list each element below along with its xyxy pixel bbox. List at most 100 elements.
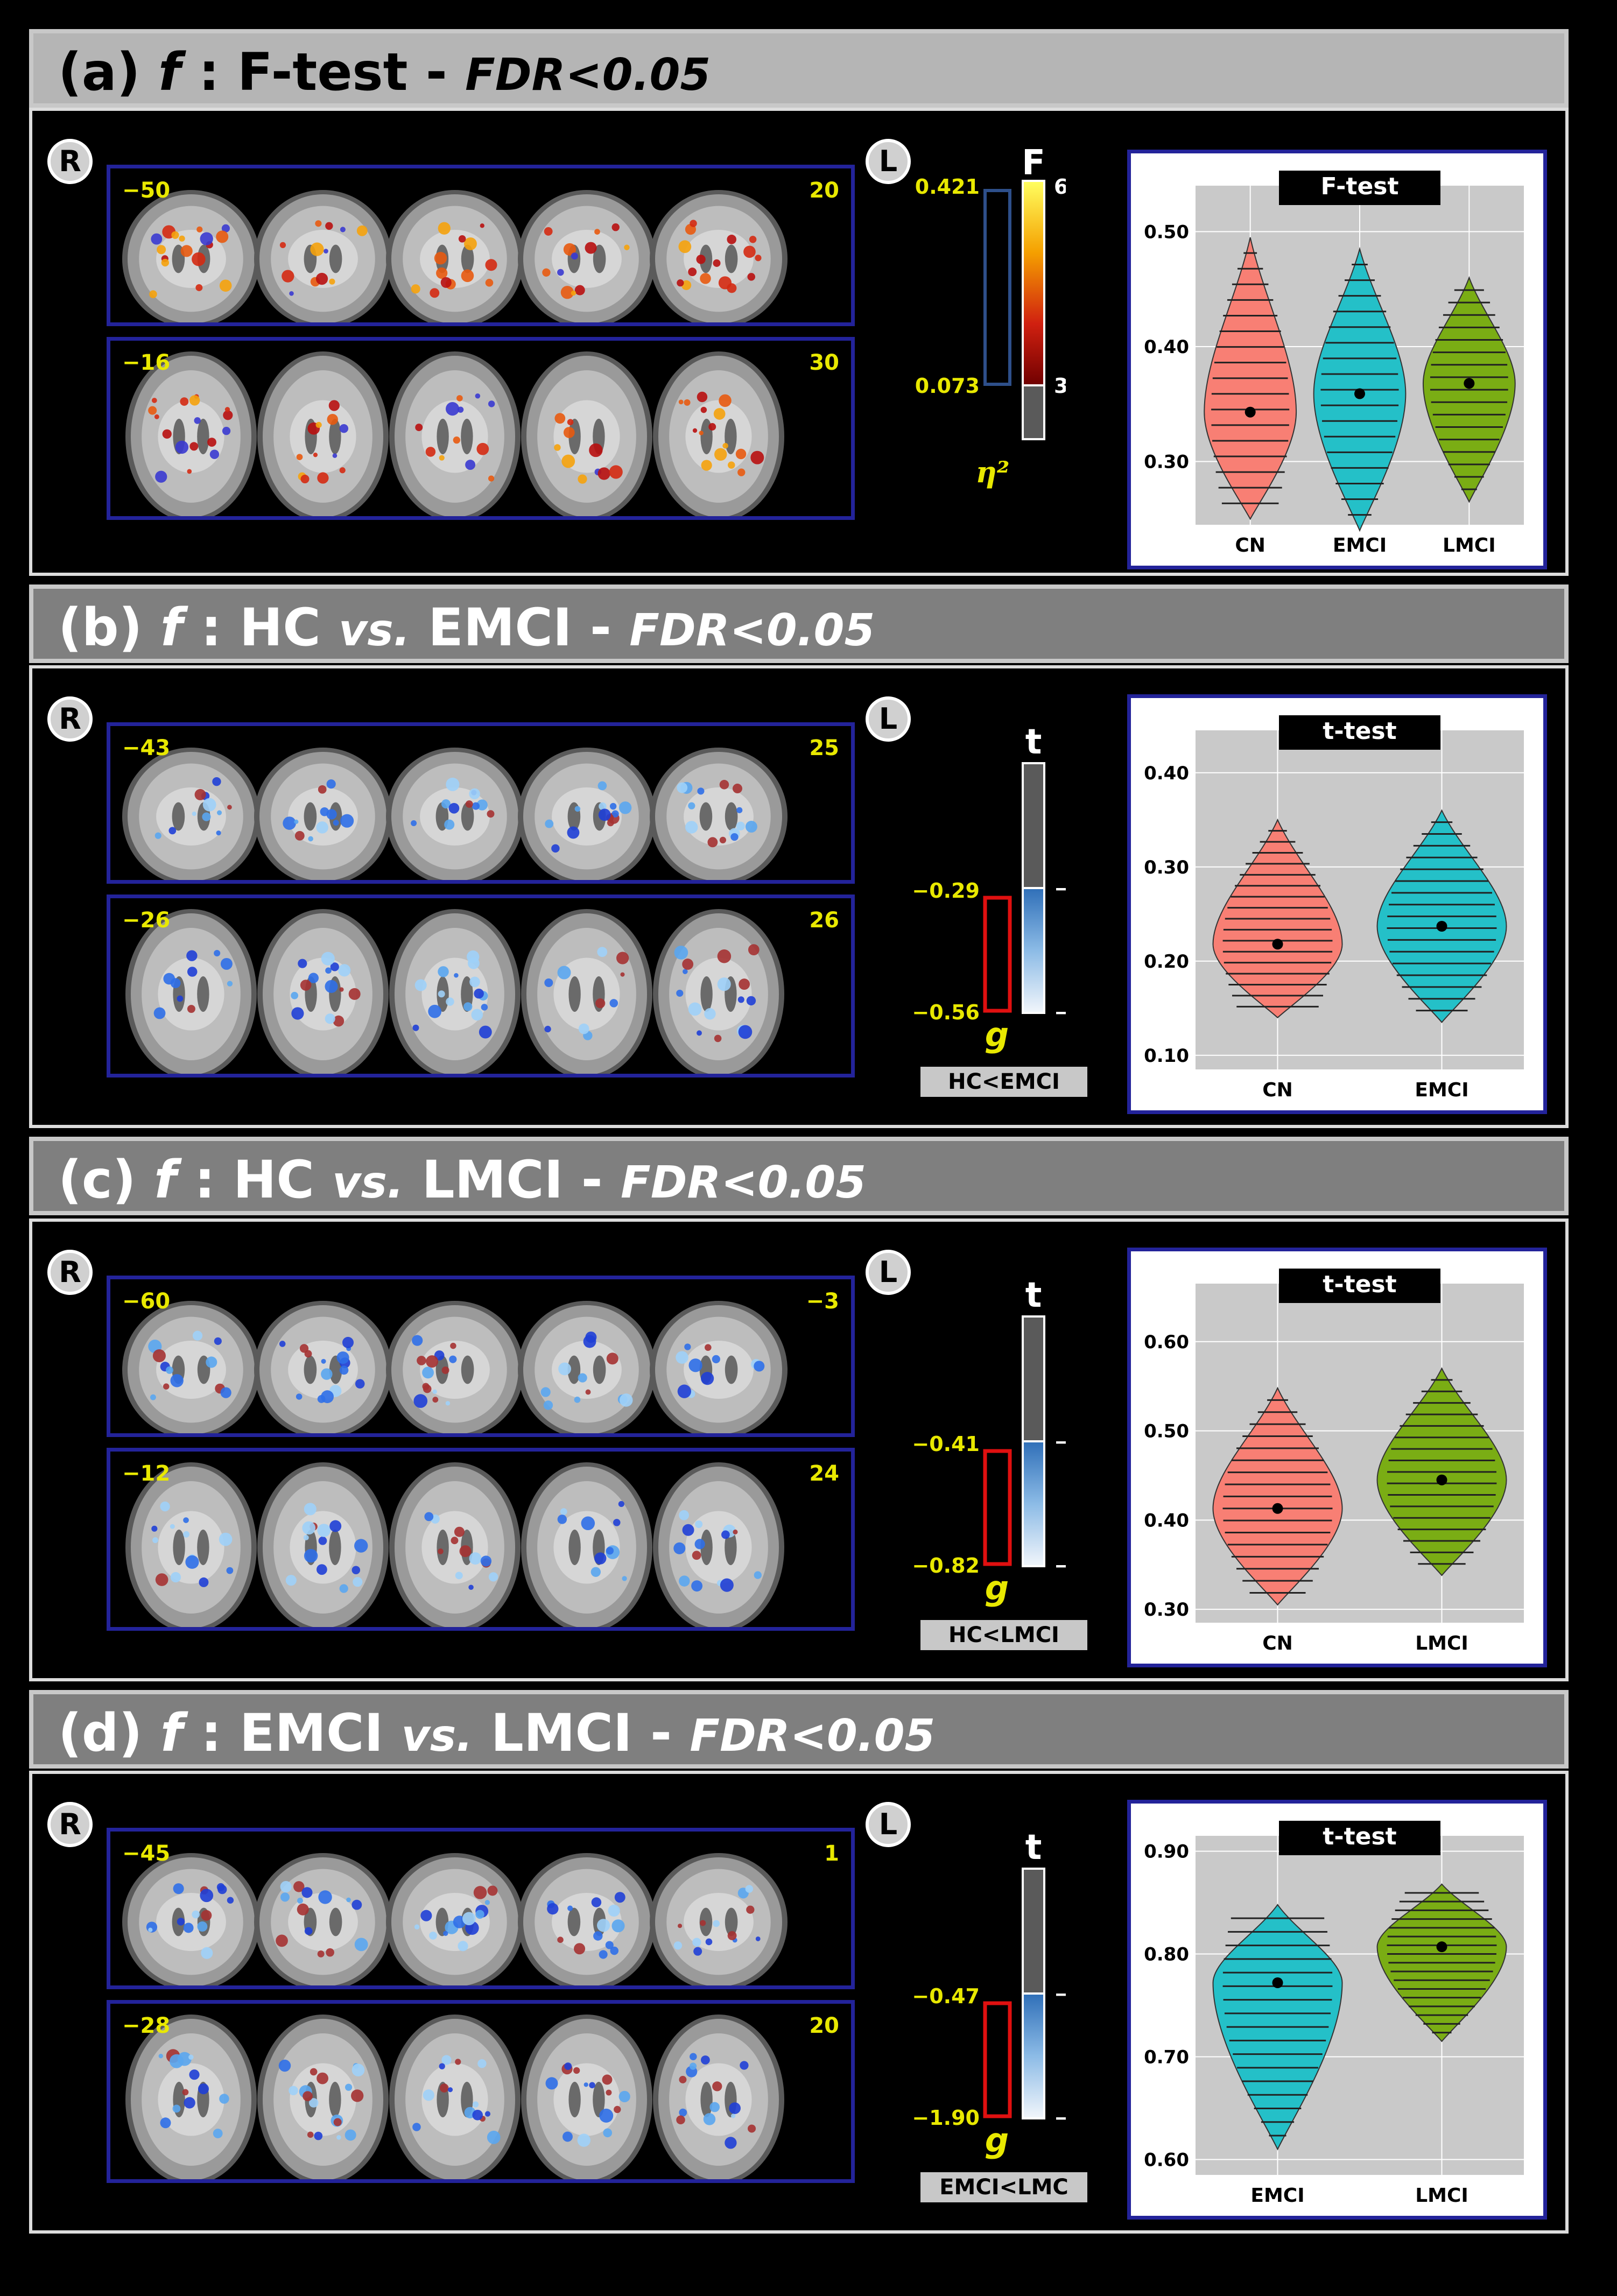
contrast-direction-tag: HC<LMCI — [920, 1620, 1087, 1650]
cluster-blob — [688, 1002, 702, 1016]
cluster-blob — [354, 1938, 368, 1952]
cluster-blob — [563, 243, 577, 256]
stat-threshold-label: −2.19 — [1054, 1430, 1066, 1454]
effect-max-label: −0.29 — [912, 879, 980, 903]
slice-end-coordinate: 1 — [824, 1841, 839, 1866]
panel-body: RL−60−3−1224t−2.19−5.73−0.41−0.82gHC<LMC… — [29, 1219, 1569, 1681]
x-tick-label: EMCI — [1333, 534, 1387, 557]
cluster-blob — [163, 1383, 170, 1390]
cluster-blob — [691, 1580, 703, 1592]
cluster-blob — [325, 980, 338, 993]
slice-end-coordinate: −3 — [806, 1289, 839, 1314]
cluster-blob — [611, 810, 619, 818]
brain-slice — [518, 748, 656, 880]
effect-size-range — [983, 189, 1011, 386]
slice-start-coordinate: −26 — [122, 908, 171, 933]
effect-min-label: −0.56 — [912, 1001, 980, 1024]
effect-symbol: g — [985, 2121, 1009, 2160]
cluster-blob — [200, 232, 213, 245]
cluster-blob — [712, 2081, 722, 2091]
cluster-blob — [727, 235, 737, 244]
cluster-blob — [197, 1921, 208, 1932]
cluster-blob — [599, 1950, 608, 1959]
cluster-blob — [573, 2067, 580, 2074]
cluster-blob — [313, 453, 318, 457]
cluster-blob — [163, 973, 175, 985]
x-tick-label: CN — [1262, 1079, 1293, 1101]
cluster-blob — [456, 395, 463, 402]
cluster-blob — [476, 799, 488, 811]
cluster-blob — [578, 474, 587, 484]
y-tick-label: 0.50 — [1144, 221, 1189, 243]
title-fdr: FDR<0.05 — [629, 605, 875, 656]
cluster-blob — [745, 1885, 754, 1893]
y-tick-label: 0.50 — [1144, 1421, 1189, 1442]
cluster-blob — [434, 251, 447, 265]
colorbar: t−2.12−5.12−0.29−0.56g — [912, 722, 1066, 1054]
cluster-blob — [606, 1547, 614, 1555]
cluster-blob — [154, 414, 159, 419]
brain-slice — [389, 1462, 521, 1627]
cluster-blob — [338, 964, 351, 977]
cluster-blob — [346, 1897, 351, 1903]
cluster-blob — [544, 227, 553, 236]
cluster-blob — [221, 224, 230, 233]
cluster-blob — [447, 2087, 453, 2093]
cluster-blob — [561, 454, 575, 468]
cluster-blob — [458, 1941, 468, 1952]
cluster-blob — [302, 1521, 316, 1535]
cluster-blob — [155, 470, 167, 483]
cluster-blob — [720, 1578, 734, 1592]
cluster-blob — [545, 2077, 558, 2090]
effect-max-label: −0.41 — [912, 1432, 980, 1456]
title-vs: vs. — [332, 1157, 404, 1208]
cluster-blob — [304, 1927, 313, 1935]
slice-start-coordinate: −50 — [122, 178, 171, 203]
chart-title: F-test — [1320, 173, 1398, 200]
brain-slice — [653, 909, 784, 1074]
brain-slice — [389, 2015, 521, 2179]
cluster-blob — [291, 991, 299, 999]
cluster-blob — [736, 807, 743, 813]
cluster-blob — [484, 2111, 491, 2117]
cluster-blob — [219, 279, 232, 292]
slice-end-coordinate: 20 — [809, 2013, 839, 2038]
cluster-blob — [192, 252, 206, 266]
cluster-blob — [177, 995, 184, 1002]
cluster-blob — [430, 288, 440, 298]
cluster-blob — [439, 2063, 445, 2069]
cluster-blob — [195, 284, 203, 291]
panel-header: (d) f : EMCI vs. LMCI - FDR<0.05 — [29, 1690, 1569, 1769]
chart-title-bg — [1279, 1821, 1440, 1855]
cluster-blob — [189, 395, 200, 406]
cluster-blob — [699, 431, 704, 435]
cluster-blob — [563, 2131, 573, 2142]
cluster-blob — [755, 255, 762, 262]
cluster-blob — [214, 1337, 222, 1345]
cluster-blob — [755, 1936, 761, 1941]
brain-slice — [389, 351, 521, 516]
cluster-blob — [620, 1393, 633, 1407]
cluster-blob — [736, 821, 745, 831]
cluster-blob — [558, 1362, 572, 1376]
cluster-blob — [412, 2123, 421, 2131]
cluster-blob — [441, 799, 451, 809]
cluster-blob — [414, 979, 427, 991]
cluster-blob — [160, 2117, 171, 2129]
cluster-blob — [567, 419, 574, 426]
title-vs: vs. — [401, 1710, 473, 1762]
cluster-blob — [179, 235, 185, 242]
cluster-blob — [206, 1356, 217, 1368]
cluster-blob — [291, 1007, 304, 1020]
cluster-blob — [223, 410, 233, 420]
panel-header: (b) f : HC vs. EMCI - FDR<0.05 — [29, 584, 1569, 663]
x-tick-label: LMCI — [1415, 2185, 1468, 2207]
cluster-blob — [279, 1341, 286, 1347]
panel-header: (a) f : F-test - FDR<0.05 — [29, 29, 1569, 108]
cluster-blob — [581, 1516, 595, 1531]
cluster-blob — [567, 1905, 573, 1911]
cluster-blob — [162, 429, 172, 439]
